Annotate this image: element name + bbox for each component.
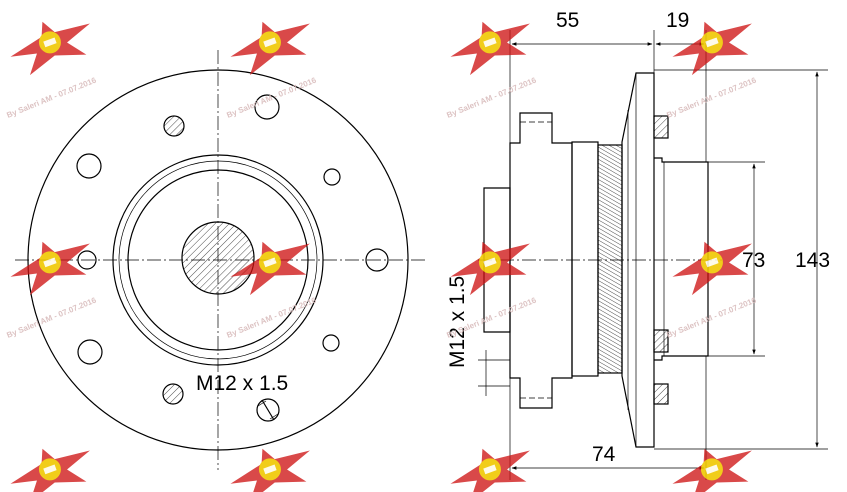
stud-hole-top (163, 115, 185, 137)
watermark-logo (664, 433, 762, 492)
hub-inner-flange (509, 112, 573, 409)
bearing-ring-mid (118, 160, 318, 360)
front-view: M12 x 1.5 (15, 50, 425, 470)
spline-bore (181, 221, 255, 295)
pin-tick-b (269, 413, 279, 420)
dim-55-label: 55 (556, 9, 579, 32)
hole-bottom-left (77, 339, 103, 365)
bearing-ring-outer (112, 154, 324, 366)
flange-outline (27, 69, 409, 451)
hole-small-right-bottom (322, 334, 340, 352)
watermark-logo (2, 433, 100, 492)
watermark-text: By Saleri AM - 07.07.2016 (5, 75, 98, 119)
watermarks: By Saleri AM - 07.07.2016 By Saleri AM -… (2, 6, 762, 492)
stud-top (653, 115, 669, 139)
pin-hole (256, 398, 280, 422)
hole-top-right (254, 94, 280, 120)
pin-mark (261, 399, 275, 421)
side-thread-label: M12 x 1.5 (446, 276, 469, 368)
watermark-text: By Saleri AM - 07.07.2016 (665, 295, 758, 339)
front-thread-label: M12 x 1.5 (196, 372, 288, 395)
hole-top-left (76, 153, 102, 179)
watermark-logo (2, 6, 100, 80)
dim-143-label: 143 (795, 249, 830, 272)
dim-74-label: 74 (592, 443, 616, 466)
pin-tick-a (257, 400, 267, 407)
watermark-logo (442, 6, 540, 80)
hole-right (365, 248, 389, 272)
dim-73-label: 73 (742, 249, 765, 272)
watermark-text: By Saleri AM - 07.07.2016 (5, 295, 98, 339)
bearing-seal (597, 144, 623, 374)
hole-small-right-top (323, 168, 341, 186)
dim-19-label: 19 (666, 9, 689, 32)
hole-left (77, 250, 97, 270)
watermark-logo (222, 6, 320, 80)
watermark-text: By Saleri AM - 07.07.2016 (665, 75, 758, 119)
side-view: M12 x 1.5 (446, 72, 722, 448)
watermark-text: By Saleri AM - 07.07.2016 (225, 75, 318, 119)
watermark-logo (2, 226, 100, 300)
stud-bottom (653, 329, 669, 353)
stud-bottom-2 (653, 383, 669, 405)
watermark-logo (442, 433, 540, 492)
dimension-lines: 55 19 73 143 74 (509, 9, 830, 480)
watermark-text: By Saleri AM - 07.07.2016 (225, 295, 318, 339)
bearing-ring-inner (127, 169, 309, 351)
bearing-body (571, 141, 599, 377)
stud-hole-bottom (162, 383, 184, 405)
